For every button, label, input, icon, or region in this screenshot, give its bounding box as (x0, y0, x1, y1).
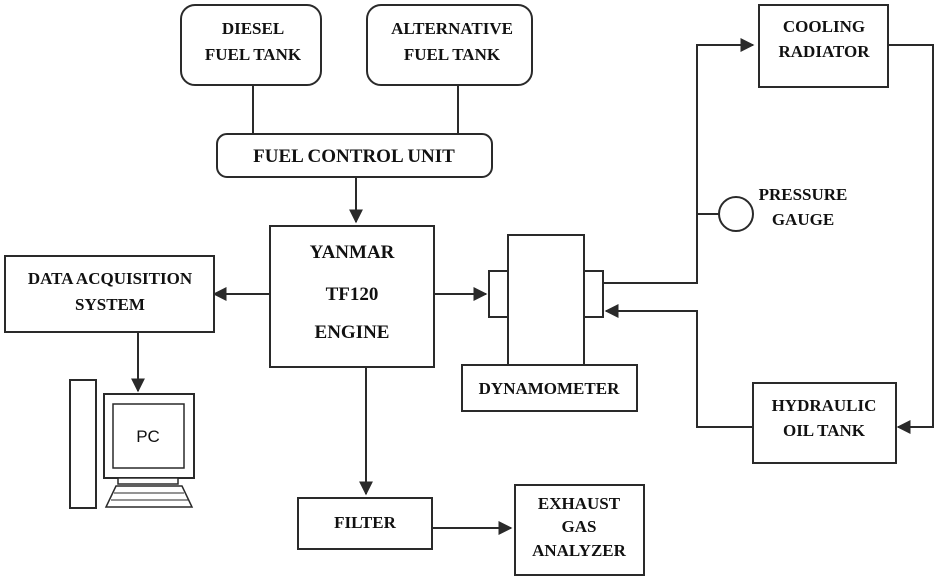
dynamometer-label: DYNAMOMETER (479, 379, 620, 398)
pressure-label-line2: GAUGE (772, 210, 834, 229)
diesel-fuel-tank-node: DIESEL FUEL TANK (180, 4, 322, 86)
cooling-label-line2: RADIATOR (779, 42, 871, 61)
daq-label-line2: SYSTEM (75, 295, 145, 314)
pressure-gauge-icon (718, 196, 754, 232)
hydraulic-label-line1: HYDRAULIC (772, 396, 877, 415)
cooling-label-line1: COOLING (783, 17, 865, 36)
radiator-to-hydraulic-arrow (888, 44, 934, 434)
diesel-tank-label-line2: FUEL TANK (205, 45, 302, 64)
pressure-gauge-node: PRESSURE GAUGE (718, 185, 848, 232)
exhaust-gas-analyzer-node: EXHAUST GAS ANALYZER (514, 484, 645, 576)
daq-label-line1: DATA ACQUISITION (28, 269, 193, 288)
pc-computer-icon: PC (69, 379, 195, 509)
pc-label: PC (136, 427, 160, 446)
exhaust-label-line1: EXHAUST (538, 494, 621, 513)
exhaust-label-line3: ANALYZER (532, 541, 627, 560)
fuel-control-unit-node: FUEL CONTROL UNIT (216, 133, 493, 178)
data-acquisition-node: DATA ACQUISITION SYSTEM (4, 255, 215, 333)
cooling-radiator-node: COOLING RADIATOR (758, 4, 889, 88)
engine-node: YANMAR TF120 ENGINE (269, 225, 435, 368)
alt-tank-label-line2: FUEL TANK (404, 45, 501, 64)
filter-label: FILTER (334, 513, 396, 532)
engine-label-line3: ENGINE (315, 322, 390, 343)
filter-node: FILTER (297, 497, 433, 550)
connectors (131, 38, 934, 535)
diesel-tank-label-line1: DIESEL (222, 19, 284, 38)
alt-tank-label-line1: ALTERNATIVE (391, 19, 513, 38)
exhaust-label-line2: GAS (562, 517, 597, 536)
fuel-control-unit-label: FUEL CONTROL UNIT (253, 146, 455, 167)
alternative-fuel-tank-node: ALTERNATIVE FUEL TANK (366, 4, 533, 86)
hydraulic-to-dyno-arrow (604, 304, 753, 428)
pressure-label-line1: PRESSURE (759, 185, 848, 204)
dynamometer-node: DYNAMOMETER (461, 234, 638, 412)
dyno-to-radiator-arrow (603, 38, 755, 284)
engine-label-line2: TF120 (326, 284, 379, 305)
hydraulic-oil-tank-node: HYDRAULIC OIL TANK (752, 382, 897, 464)
hydraulic-label-line2: OIL TANK (783, 421, 866, 440)
engine-label-line1: YANMAR (310, 242, 395, 263)
